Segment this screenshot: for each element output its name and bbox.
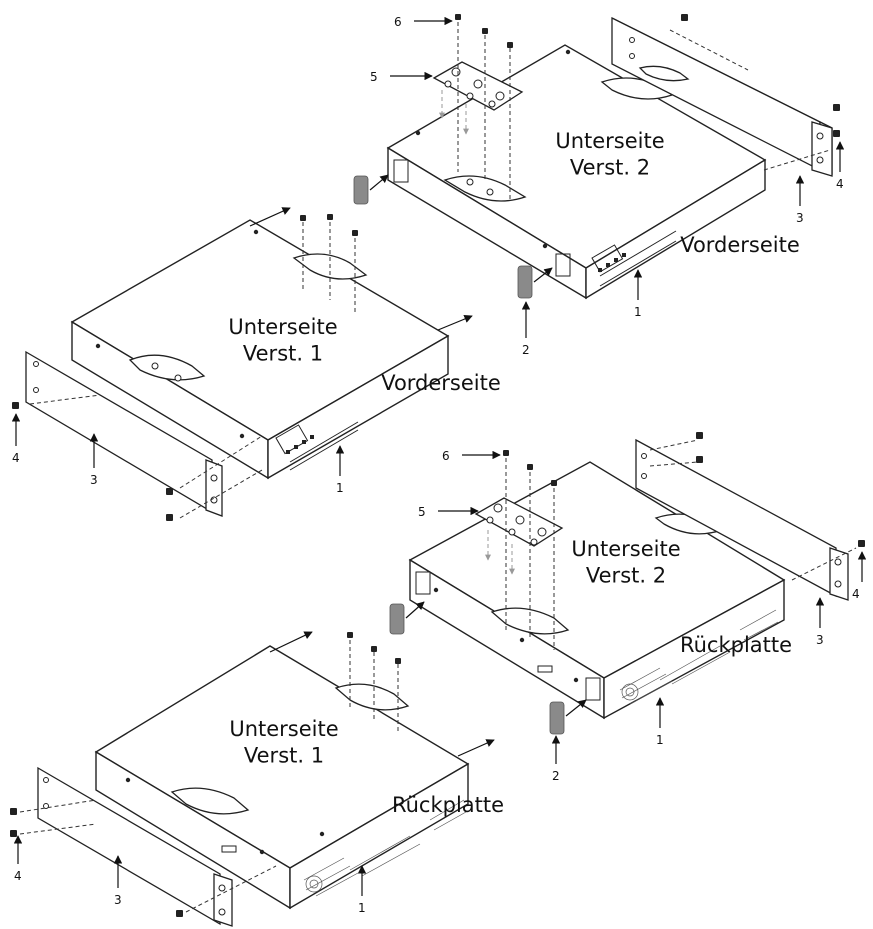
label-rear-amp1: Rückplatte: [392, 793, 504, 817]
rack-rail-amp2-rear: [635, 432, 865, 601]
callout-2-top-right: 2: [522, 343, 530, 357]
amplifier-1-front-view: [70, 207, 473, 480]
rubber-pads-amp2-rear: [389, 601, 587, 735]
mounting-plate-top-amp2: [432, 14, 524, 200]
callout-2-bottom-right: 2: [552, 769, 560, 783]
callout-4-top-right: 4: [836, 177, 844, 191]
callout-1-top-left: 1: [336, 481, 344, 495]
callout-5-top: 5: [370, 70, 378, 84]
rack-rail-amp1-front: [12, 350, 263, 521]
callouts: 6 5 4 3 1 2 4 3 1 6 5 4 3 1 2 4 3 1: [11, 15, 867, 915]
label-rear-amp2: Rückplatte: [680, 633, 792, 657]
rack-rail-amp1-rear: [10, 766, 277, 927]
callout-4-top-left: 4: [12, 451, 20, 465]
callout-3-bottom-right: 3: [816, 633, 824, 647]
callout-4-bottom-left: 4: [14, 869, 22, 883]
callout-4-bottom-right: 4: [852, 587, 860, 601]
callout-1-top-right: 1: [634, 305, 642, 319]
callout-3-top-right: 3: [796, 211, 804, 225]
rubber-pads-amp2: [353, 174, 553, 299]
callout-5-bottom: 5: [418, 505, 426, 519]
label-front-amp1: Vorderseite: [381, 371, 501, 395]
callout-3-top-left: 3: [90, 473, 98, 487]
mounting-plate-rear-amp2: [474, 450, 564, 650]
callout-3-bottom-left: 3: [114, 893, 122, 907]
callout-6-bottom: 6: [442, 449, 450, 463]
amplifier-1-rear-view: [94, 631, 495, 910]
callout-1-bottom-left: 1: [358, 901, 366, 915]
callout-6-top: 6: [394, 15, 402, 29]
callout-1-bottom-right: 1: [656, 733, 664, 747]
label-front-amp2: Vorderseite: [680, 233, 800, 257]
rack-rail-amp2-front: [611, 14, 840, 177]
